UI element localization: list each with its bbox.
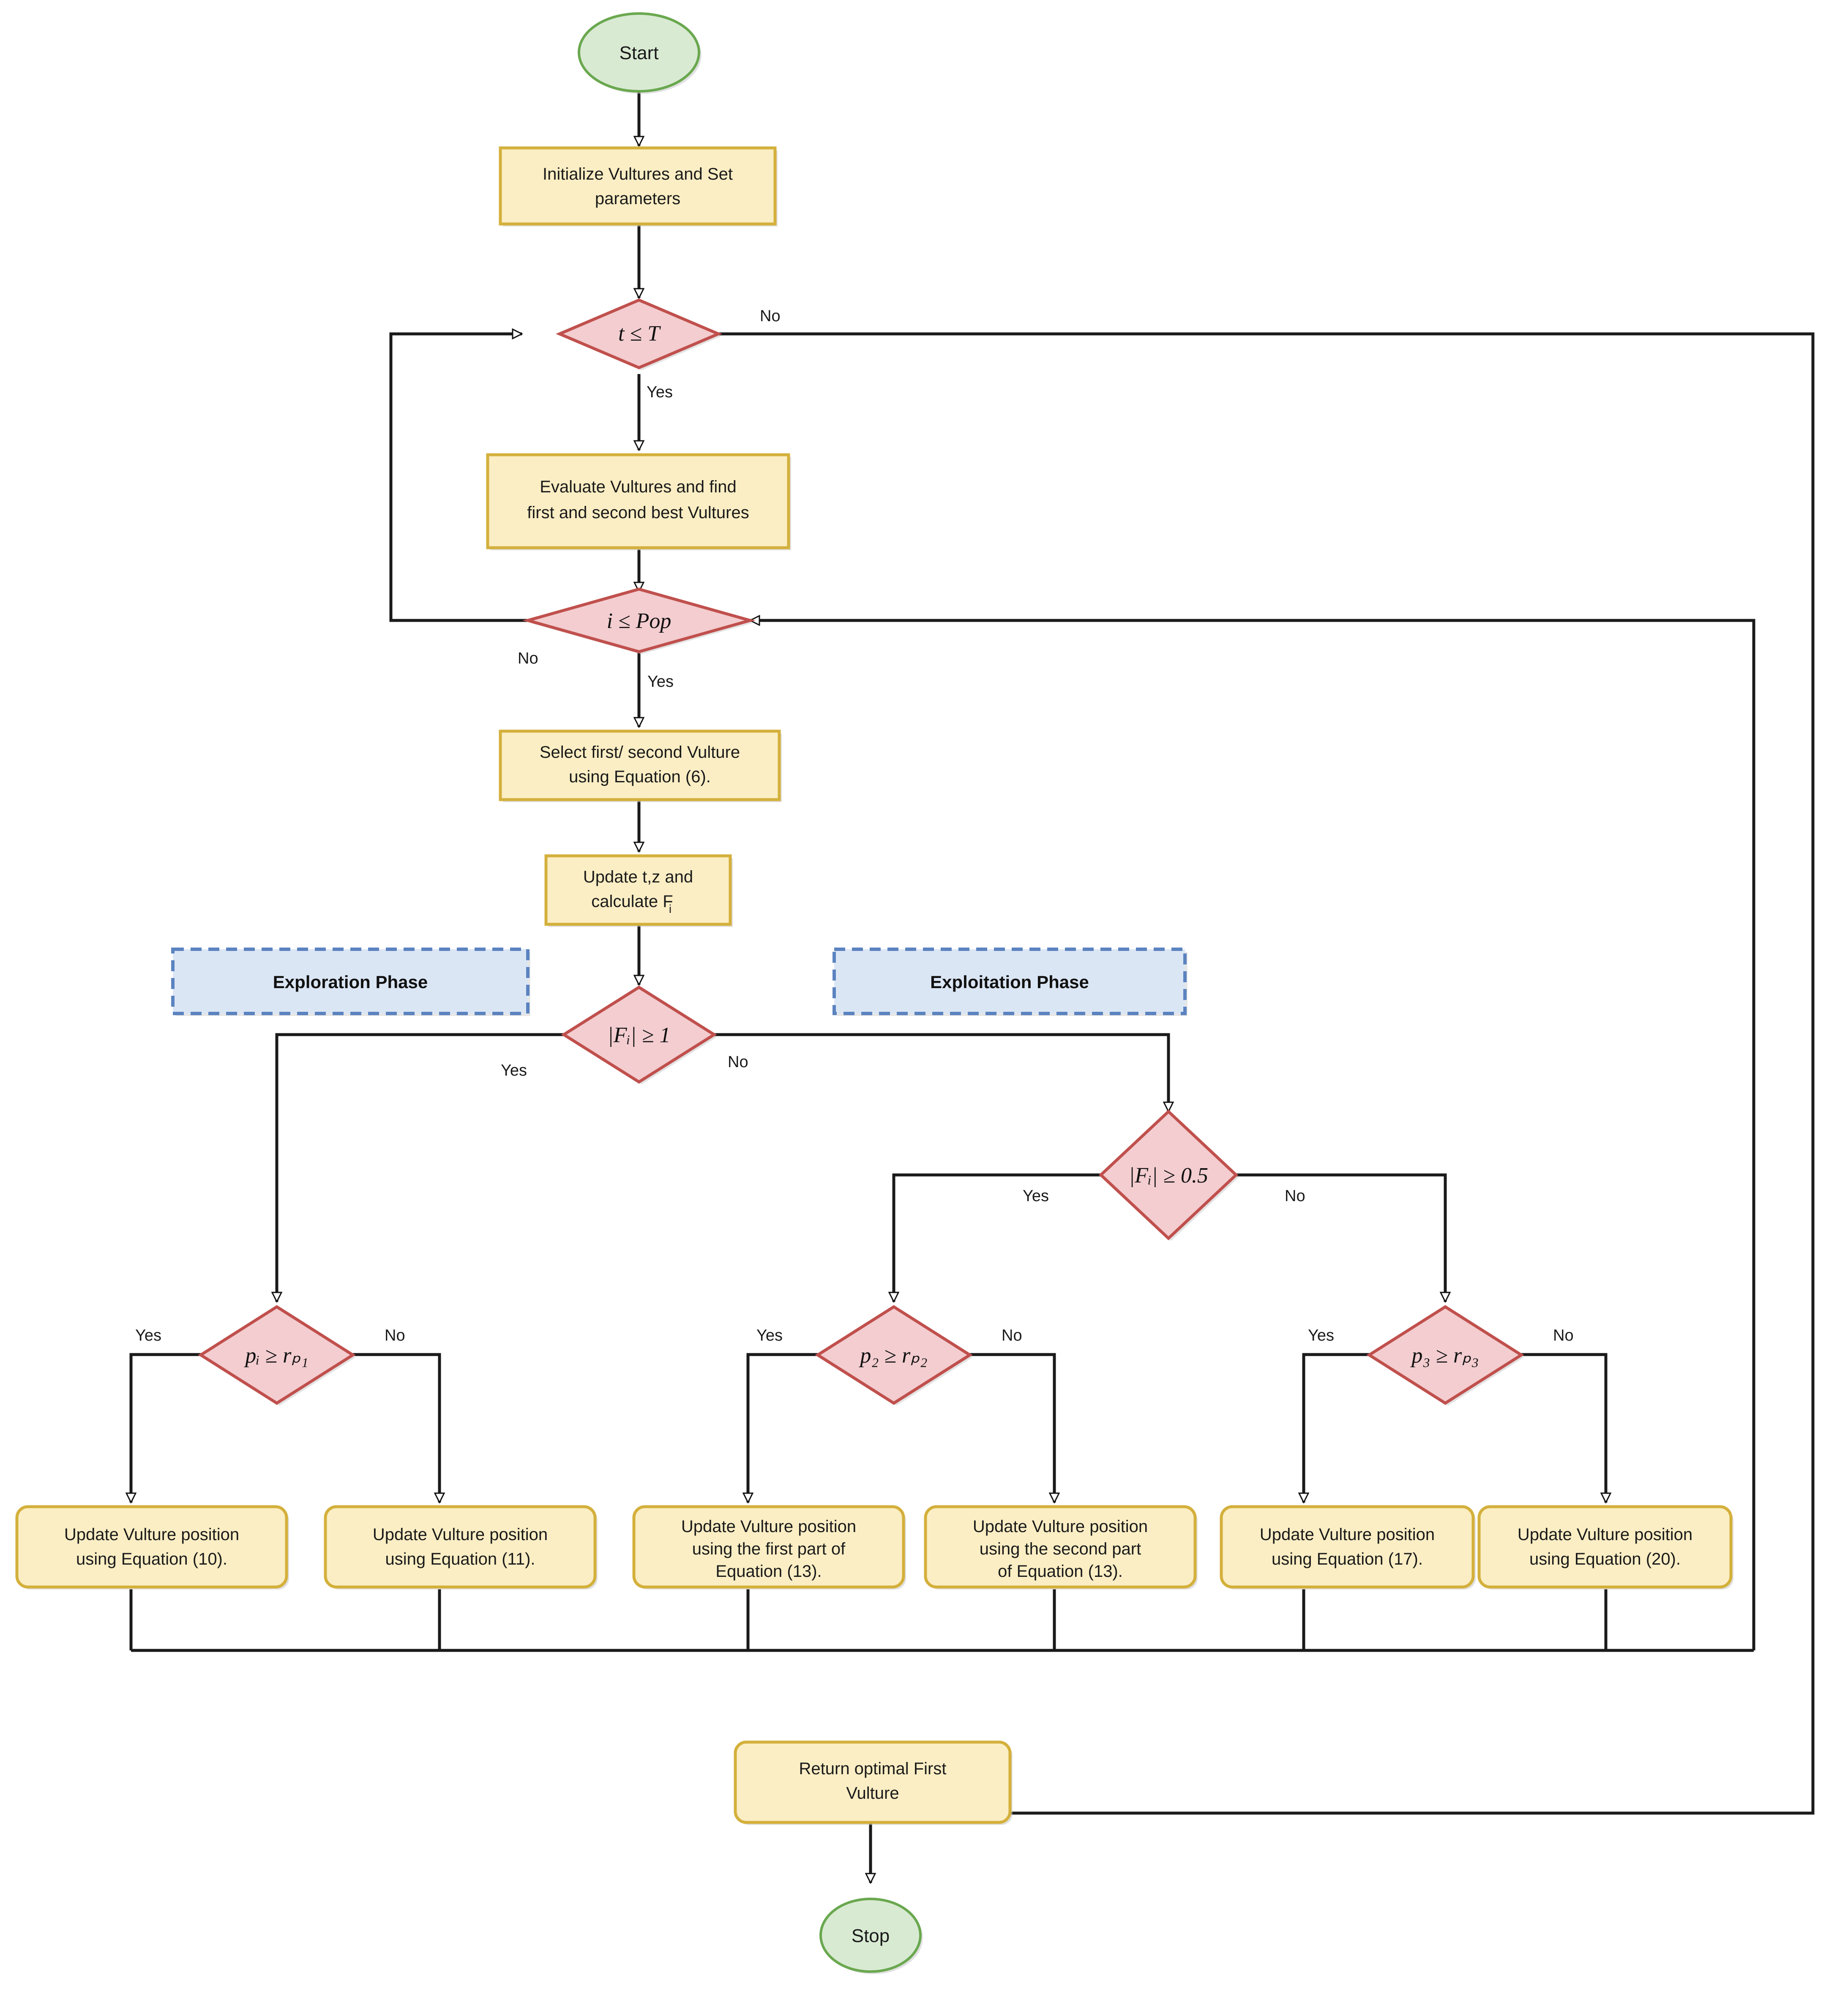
node-update-tz[interactable]: Update t,z and calculate F i [544, 854, 733, 927]
annotation-exploration-phase: Exploration Phase [171, 948, 530, 1016]
annotation-exploitation-phase: Exploitation Phase [833, 948, 1187, 1016]
edge-label-p2-yes: Yes [756, 1327, 783, 1344]
node-decision-p2[interactable]: p₂ ≥ rₚ₂ [815, 1305, 973, 1406]
node-action-eq13-first-line2: using the first part of [692, 1540, 846, 1558]
edge-label-p1-no: No [385, 1327, 405, 1344]
node-action-eq13-second-line3: of Equation (13). [998, 1562, 1123, 1581]
node-select-vulture-line2: using Equation (6). [569, 768, 711, 786]
edge-label-p1-yes: Yes [135, 1327, 161, 1344]
edge-label-pop-yes: Yes [647, 673, 674, 691]
edge-label-f1-no: No [728, 1053, 748, 1071]
edge-label-f05-yes: Yes [1023, 1187, 1049, 1205]
node-decision-p1-label: pᵢ ≥ rₚ₁ [243, 1344, 308, 1368]
node-action-eq11-line2: using Equation (11). [385, 1550, 535, 1568]
node-action-eq13-second-line1: Update Vulture position [973, 1517, 1148, 1536]
node-action-eq13-first-line1: Update Vulture position [681, 1517, 856, 1536]
node-action-eq11[interactable]: Update Vulture position using Equation (… [324, 1505, 598, 1590]
annotation-exploitation-phase-label: Exploitation Phase [930, 972, 1089, 992]
node-update-tz-line2: calculate F [591, 892, 673, 911]
node-action-eq13-second-line2: using the second part [980, 1540, 1141, 1558]
node-evaluate-line2: first and second best Vultures [527, 503, 749, 522]
node-decision-p1[interactable]: pᵢ ≥ rₚ₁ [198, 1305, 356, 1406]
node-decision-f-ge-1-label: |Fᵢ| ≥ 1 [607, 1023, 670, 1047]
edge-label-t-yes: Yes [647, 383, 673, 401]
node-action-eq13-first-line3: Equation (13). [715, 1562, 822, 1581]
node-stop-label: Stop [852, 1926, 890, 1946]
node-initialize-line1: Initialize Vultures and Set [543, 165, 733, 183]
node-action-eq10-line2: using Equation (10). [76, 1550, 227, 1568]
connector-layer [131, 74, 1815, 1883]
node-return-optimal-line2: Vulture [846, 1784, 899, 1803]
node-decision-p3[interactable]: p₃ ≥ rₚ₃ [1366, 1305, 1524, 1406]
node-decision-f-ge-05-label: |Fᵢ| ≥ 0.5 [1129, 1164, 1208, 1188]
node-decision-f-ge-1[interactable]: |Fᵢ| ≥ 1 [561, 985, 717, 1084]
node-decision-f-ge-05[interactable]: |Fᵢ| ≥ 0.5 [1098, 1109, 1239, 1241]
node-start-label: Start [620, 43, 659, 63]
node-evaluate-line1: Evaluate Vultures and find [540, 478, 737, 496]
node-action-eq13-second[interactable]: Update Vulture position using the second… [924, 1505, 1198, 1590]
node-initialize-line2: parameters [595, 189, 680, 208]
node-decision-p3-label: p₃ ≥ rₚ₃ [1410, 1344, 1479, 1368]
node-select-vulture[interactable]: Select first/ second Vulture using Equat… [499, 729, 782, 802]
node-update-tz-subscript: i [669, 902, 672, 915]
node-initialize[interactable]: Initialize Vultures and Set parameters [499, 146, 778, 227]
node-action-eq17-line1: Update Vulture position [1260, 1525, 1435, 1544]
annotation-exploration-phase-label: Exploration Phase [273, 972, 428, 992]
node-select-vulture-line1: Select first/ second Vulture [540, 743, 740, 762]
node-action-eq11-line1: Update Vulture position [373, 1525, 548, 1544]
node-action-eq10-line1: Update Vulture position [64, 1525, 239, 1544]
node-stop[interactable]: Stop [819, 1898, 923, 1974]
edge-label-t-no: No [760, 307, 781, 325]
node-return-optimal[interactable]: Return optimal First Vulture [734, 1740, 1013, 1825]
edge-label-f1-yes: Yes [501, 1062, 527, 1079]
node-action-eq17[interactable]: Update Vulture position using Equation (… [1220, 1505, 1476, 1590]
edge-label-p2-no: No [1002, 1327, 1022, 1344]
node-decision-iteration[interactable]: t ≤ T [556, 298, 722, 370]
edge-label-p3-no: No [1553, 1327, 1574, 1344]
node-action-eq17-line2: using Equation (17). [1272, 1550, 1423, 1568]
node-update-tz-line1: Update t,z and [583, 868, 693, 886]
node-action-eq10[interactable]: Update Vulture position using Equation (… [15, 1505, 289, 1590]
edge-label-p3-yes: Yes [1308, 1327, 1334, 1344]
node-decision-population[interactable]: i ≤ Pop [522, 587, 756, 654]
node-decision-iteration-label: t ≤ T [618, 322, 661, 346]
node-decision-population-label: i ≤ Pop [607, 609, 672, 633]
node-action-eq13-first[interactable]: Update Vulture position using the first … [632, 1505, 906, 1590]
node-action-eq20-line2: using Equation (20). [1529, 1550, 1681, 1568]
node-action-eq20-line1: Update Vulture position [1518, 1525, 1692, 1544]
node-decision-p2-label: p₂ ≥ rₚ₂ [858, 1344, 927, 1368]
node-start[interactable]: Start [578, 12, 702, 94]
node-action-eq20[interactable]: Update Vulture position using Equation (… [1477, 1505, 1733, 1590]
edge-label-pop-no: No [518, 650, 538, 667]
node-return-optimal-line1: Return optimal First [799, 1759, 947, 1778]
node-evaluate[interactable]: Evaluate Vultures and find first and sec… [486, 453, 791, 550]
edge-label-f05-no: No [1285, 1187, 1305, 1205]
